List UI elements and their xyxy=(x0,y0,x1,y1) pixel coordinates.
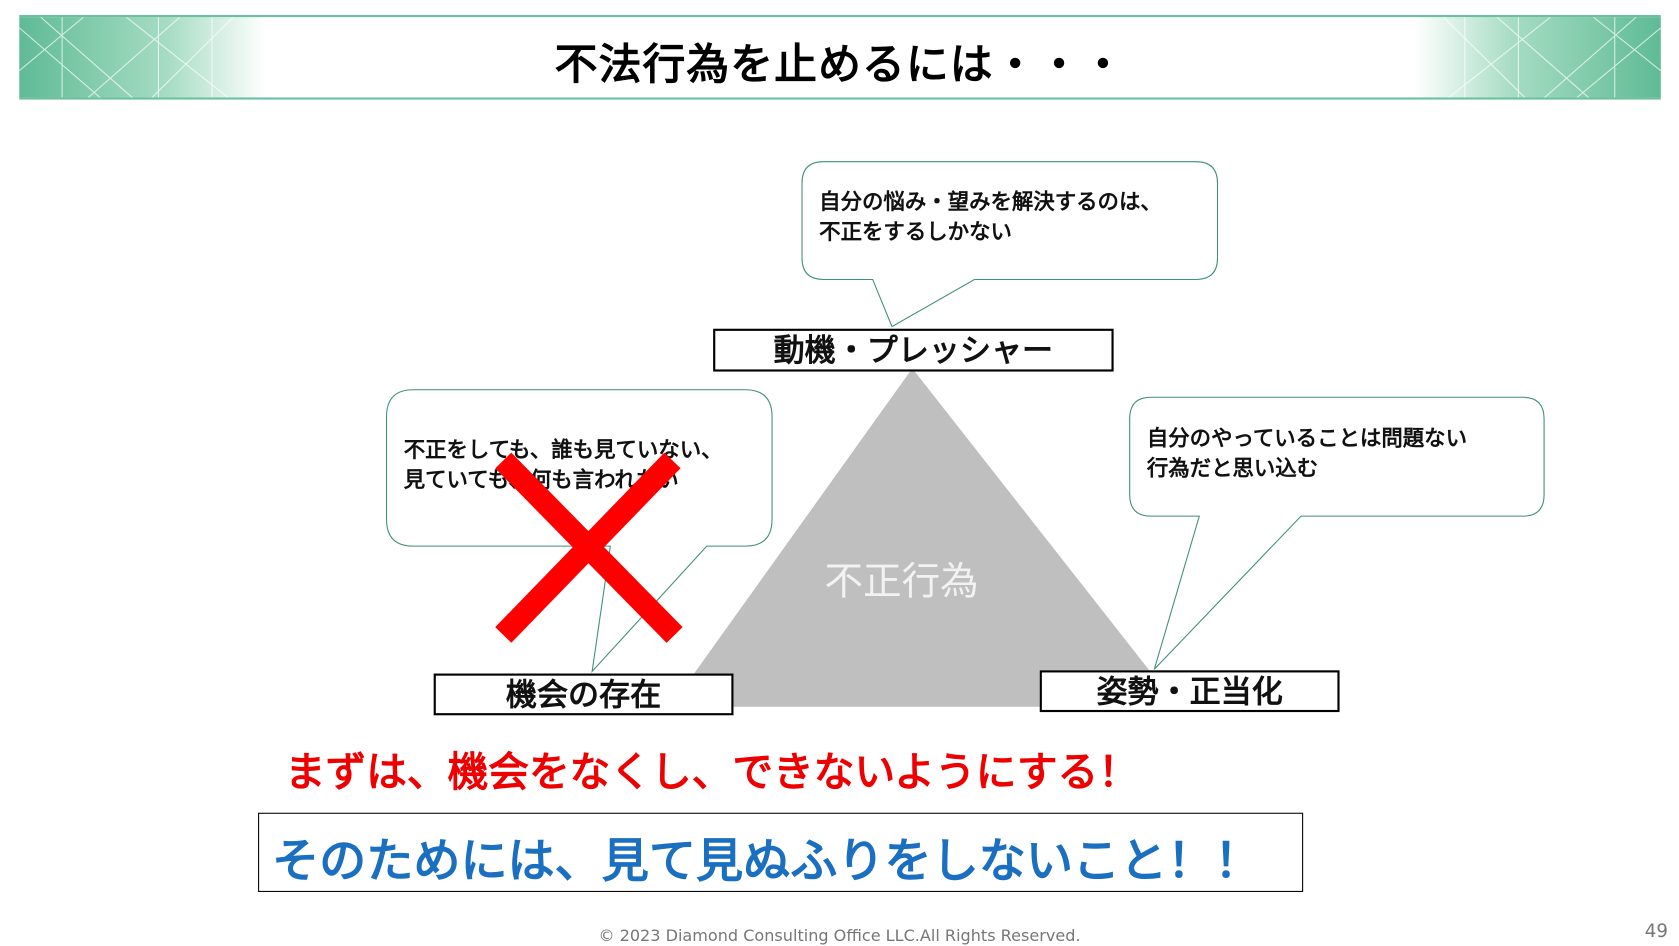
fraud-triangle xyxy=(670,368,1178,707)
corner-label-motive: 動機・プレッシャー xyxy=(713,328,1114,372)
x-mark-icon xyxy=(495,452,683,643)
blue-message: そのためには、見て見ぬふりをしないこと！！ xyxy=(271,834,1262,889)
page-title: 不法行為を止めるには・・・ xyxy=(554,40,1126,90)
bubble-top-line: 不正をするしかない xyxy=(819,218,1012,245)
title-banner: 不法行為を止めるには・・・ xyxy=(19,14,1661,100)
bubble-right-text: 自分のやっていることは問題ない 行為だと思い込む xyxy=(1147,423,1467,483)
corner-label-opportunity: 機会の存在 xyxy=(433,673,734,716)
copyright-footer: © 2023 Diamond Consulting Office LLC.All… xyxy=(598,926,1081,946)
bubble-right-line: 自分のやっていることは問題ない xyxy=(1146,425,1467,451)
bubble-right-line: 行為だと思い込む xyxy=(1146,455,1319,481)
banner-pattern xyxy=(19,17,1661,98)
red-message: まずは、機会をなくし、できないようにする！ xyxy=(284,748,1139,796)
corner-label-rationalization: 姿勢・正当化 xyxy=(1039,670,1340,713)
page-number: 49 xyxy=(1644,920,1668,943)
triangle-label: 不正行為 xyxy=(824,560,979,604)
bubble-top-text: 自分の悩み・望みを解決するのは、 不正をするしかない xyxy=(819,186,1162,246)
speech-bubble-right xyxy=(1129,396,1545,670)
bubble-top-line: 自分の悩み・望みを解決するのは、 xyxy=(819,188,1162,215)
blue-message-box: そのためには、見て見ぬふりをしないこと！！ xyxy=(258,812,1304,892)
speech-bubble-top xyxy=(801,161,1219,328)
